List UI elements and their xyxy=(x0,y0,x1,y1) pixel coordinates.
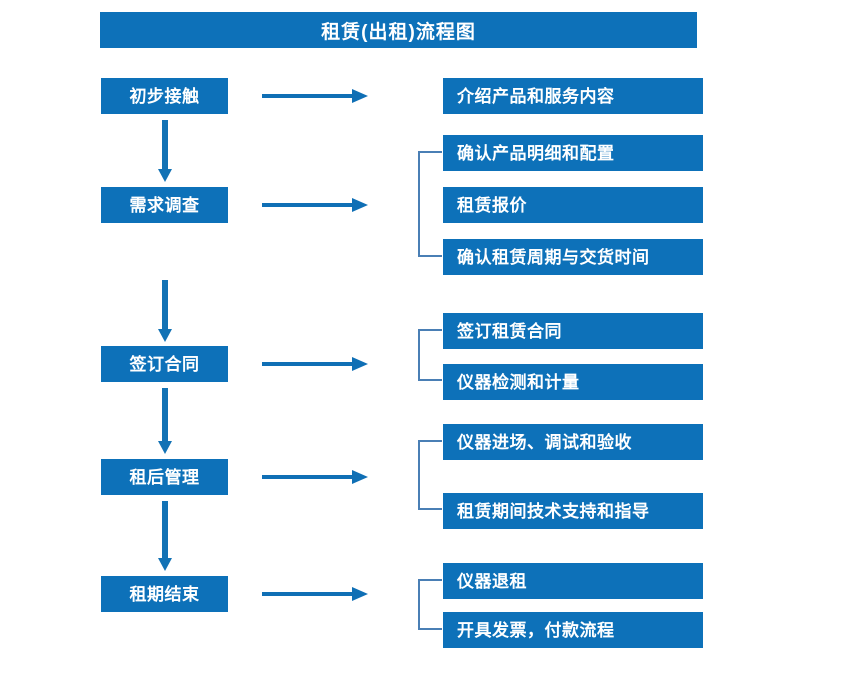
stage-box-2[interactable]: 需求调查 xyxy=(101,187,228,223)
bracket-connector-3 xyxy=(418,329,442,381)
arrow-head xyxy=(352,89,368,103)
detail-box-3[interactable]: 租赁报价 xyxy=(443,187,703,223)
horizontal-arrow-1 xyxy=(262,89,368,103)
horizontal-arrow-4 xyxy=(262,470,368,484)
vertical-arrow-2 xyxy=(158,280,172,342)
detail-box-5[interactable]: 签订租赁合同 xyxy=(443,313,703,349)
bracket-connector-5 xyxy=(418,579,442,630)
arrow-head xyxy=(352,198,368,212)
detail-box-1[interactable]: 介绍产品和服务内容 xyxy=(443,78,703,114)
vertical-arrow-4 xyxy=(158,501,172,571)
arrow-head xyxy=(352,587,368,601)
detail-box-4[interactable]: 确认租赁周期与交货时间 xyxy=(443,239,703,275)
arrow-head xyxy=(352,470,368,484)
arrow-head xyxy=(158,558,172,571)
stage-box-4[interactable]: 租后管理 xyxy=(101,459,228,495)
flowchart-title: 租赁(出租)流程图 xyxy=(100,12,697,48)
arrow-shaft xyxy=(262,592,352,596)
arrow-head xyxy=(158,441,172,454)
vertical-arrow-1 xyxy=(158,120,172,182)
arrow-head xyxy=(158,329,172,342)
arrow-head xyxy=(158,169,172,182)
arrow-head xyxy=(352,357,368,371)
detail-box-7[interactable]: 仪器进场、调试和验收 xyxy=(443,424,703,460)
arrow-shaft xyxy=(162,120,168,169)
detail-box-8[interactable]: 租赁期间技术支持和指导 xyxy=(443,493,703,529)
bracket-connector-4 xyxy=(418,440,442,510)
detail-box-9[interactable]: 仪器退租 xyxy=(443,563,703,599)
detail-box-10[interactable]: 开具发票，付款流程 xyxy=(443,612,703,648)
bracket-connector-2 xyxy=(418,151,442,257)
arrow-shaft xyxy=(262,203,352,207)
arrow-shaft xyxy=(262,475,352,479)
stage-box-3[interactable]: 签订合同 xyxy=(101,346,228,382)
arrow-shaft xyxy=(162,280,168,329)
horizontal-arrow-5 xyxy=(262,587,368,601)
detail-box-2[interactable]: 确认产品明细和配置 xyxy=(443,135,703,171)
horizontal-arrow-3 xyxy=(262,357,368,371)
arrow-shaft xyxy=(262,94,352,98)
vertical-arrow-3 xyxy=(158,388,172,454)
arrow-shaft xyxy=(162,388,168,441)
arrow-shaft xyxy=(262,362,352,366)
arrow-shaft xyxy=(162,501,168,558)
horizontal-arrow-2 xyxy=(262,198,368,212)
stage-box-5[interactable]: 租期结束 xyxy=(101,576,228,612)
detail-box-6[interactable]: 仪器检测和计量 xyxy=(443,364,703,400)
stage-box-1[interactable]: 初步接触 xyxy=(101,78,228,114)
